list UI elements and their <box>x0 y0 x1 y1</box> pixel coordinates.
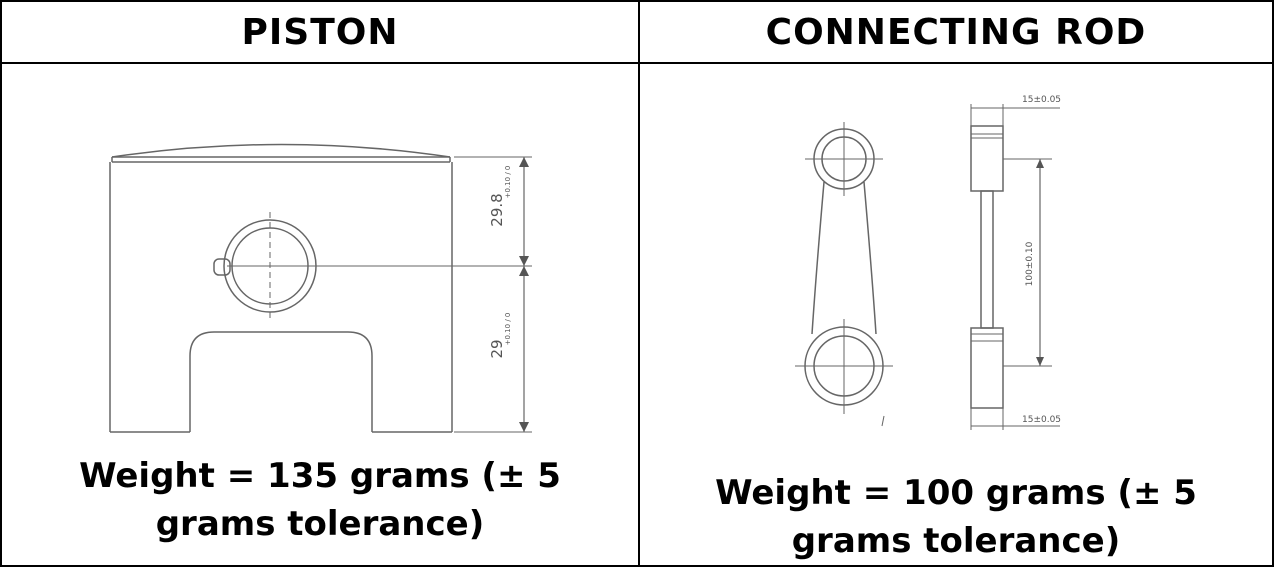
piston-dim-upper-tol: +0.10 / 0 <box>504 166 512 199</box>
piston-cell: 29.8 +0.10 / 0 29 +0.10 / 0 Weight = 135… <box>2 64 640 565</box>
piston-dim-upper: 29.8 <box>488 193 506 226</box>
rod-dim-top: 15±0.05 <box>1022 95 1061 105</box>
connecting-rod-drawing: 15±0.05 100±0.10 15±0.05 <box>795 95 1061 430</box>
piston-lock-clip <box>213 258 231 276</box>
piston-crown <box>111 143 451 158</box>
piston-caption-line-2: grams tolerance) <box>155 504 485 544</box>
piston-skirt-cutout <box>189 331 373 432</box>
piston-header: PISTON <box>2 2 640 64</box>
connecting-rod-header: CONNECTING ROD <box>640 2 1272 64</box>
rod-shank-right <box>863 181 877 335</box>
rod-dim-center: 100±0.10 <box>1025 241 1035 286</box>
rod-side-big-end <box>970 327 1004 409</box>
piston-drawing: 29.8 +0.10 / 0 29 +0.10 / 0 <box>109 143 532 433</box>
piston-dim-lower-tol: +0.10 / 0 <box>504 313 512 346</box>
piston-caption-line-1: Weight = 135 grams (± 5 <box>79 456 561 496</box>
rod-side-beam <box>980 190 994 329</box>
rod-weight-caption: Weight = 100 grams (± 5 grams tolerance) <box>640 469 1272 565</box>
rod-shank-left <box>811 181 825 335</box>
piston-weight-caption: Weight = 135 grams (± 5 grams tolerance) <box>2 452 638 548</box>
rod-side-small-end <box>970 125 1004 192</box>
piston-dim-lower: 29 <box>488 339 506 358</box>
rod-caption-line-2: grams tolerance) <box>791 521 1121 561</box>
connecting-rod-cell: 15±0.05 100±0.10 15±0.05 Weight = 100 gr… <box>640 64 1272 565</box>
rod-caption-line-1: Weight = 100 grams (± 5 <box>715 473 1197 513</box>
rod-dim-bottom: 15±0.05 <box>1022 415 1061 425</box>
